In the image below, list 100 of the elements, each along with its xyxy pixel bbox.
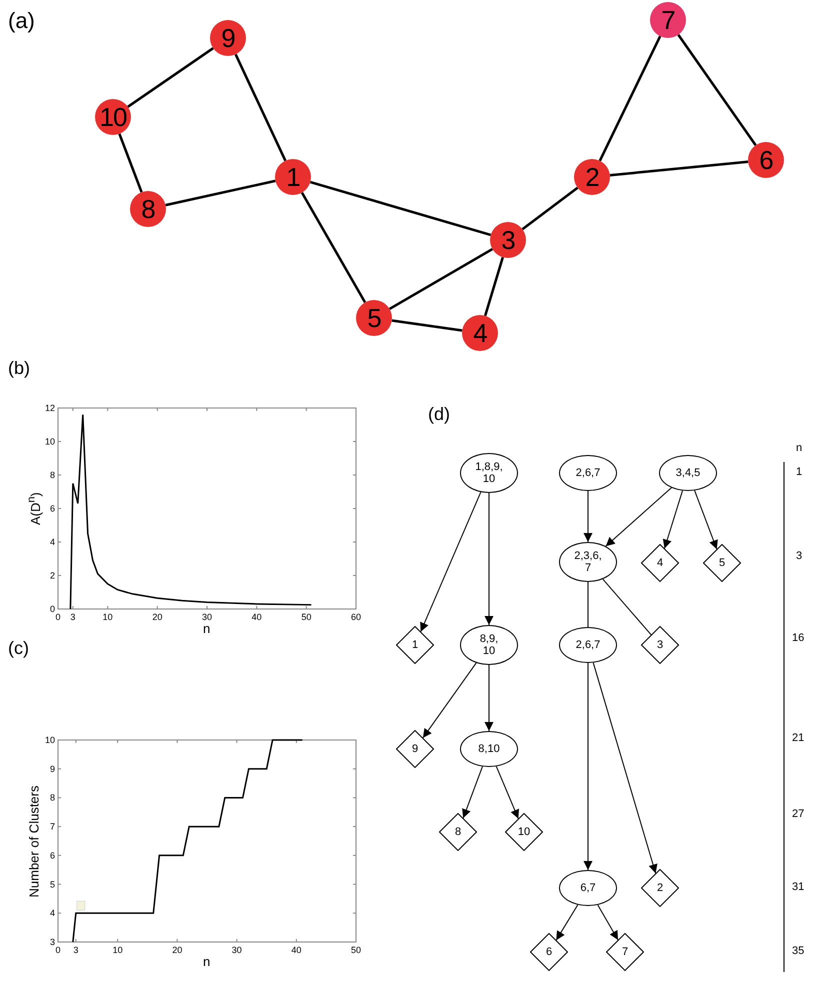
- tree-arrow: [484, 492, 494, 626]
- graph-node: 2: [574, 159, 610, 195]
- graph-node: 7: [650, 2, 686, 38]
- graph-edge: [598, 36, 662, 162]
- tick-label: 4: [50, 908, 55, 918]
- graph-node: 3: [490, 222, 526, 258]
- leaf-diamond: 7: [606, 933, 644, 971]
- tick-label: 3: [73, 945, 78, 955]
- tree-line: [602, 578, 652, 636]
- tree-arrow: [605, 487, 672, 547]
- graph-edge: [522, 186, 578, 230]
- tick-label: 30: [202, 612, 212, 622]
- leaf-diamond: 9: [396, 730, 434, 768]
- leaf-diamond: 5: [703, 544, 741, 582]
- tick-label: 50: [351, 945, 361, 955]
- graph-node: 1: [275, 159, 311, 195]
- cluster-ellipse: 3,4,5: [659, 455, 717, 491]
- cluster-ellipse: 2,6,7: [559, 627, 617, 663]
- cluster-ellipse: 8,10: [460, 731, 518, 767]
- panel-letter: (b): [8, 358, 30, 379]
- level-number: 3: [796, 550, 802, 562]
- tree-arrow: [496, 766, 520, 820]
- tick-label: 20: [152, 612, 162, 622]
- tick-label: 7: [50, 822, 55, 832]
- tick-label: 5: [50, 879, 55, 890]
- tick-label: 6: [50, 850, 55, 860]
- tick-label: 8: [50, 470, 55, 480]
- axis-title: n: [203, 621, 210, 636]
- tick-label: 40: [291, 945, 302, 955]
- graph-edge: [165, 180, 276, 206]
- tree-arrow: [462, 766, 483, 819]
- graph-edge: [310, 180, 492, 236]
- cluster-ellipse: 6,7: [559, 870, 617, 906]
- tree-arrow: [662, 490, 683, 549]
- tree-arrow: [420, 492, 482, 632]
- tick-label: 8: [50, 792, 55, 803]
- tick-label: 10: [44, 436, 55, 446]
- leaf-diamond: 4: [641, 544, 679, 582]
- graph-edge: [127, 47, 214, 108]
- tree-arrow: [422, 662, 477, 738]
- tick-label: 20: [172, 945, 182, 955]
- level-number: 27: [792, 808, 804, 820]
- tick-label: 60: [351, 612, 361, 622]
- tick-label: 0: [56, 945, 60, 955]
- tick-label: 2: [50, 570, 55, 580]
- graph-node: 5: [356, 300, 392, 336]
- level-number: 21: [792, 732, 804, 744]
- graph-edge: [677, 34, 757, 146]
- tick-label: 9: [50, 764, 55, 774]
- tick-label: 6: [50, 504, 55, 514]
- panel-letter: (c): [8, 638, 29, 659]
- level-number: 16: [792, 632, 804, 644]
- graph-node: 9: [210, 20, 246, 56]
- graph-edge: [610, 160, 748, 176]
- graph-edge: [234, 54, 286, 162]
- tick-label: 50: [301, 612, 312, 622]
- tree-arrow: [597, 904, 619, 940]
- panel-letter: (a): [8, 8, 35, 34]
- tick-label: 3: [50, 937, 55, 947]
- panel-letter: (d): [428, 404, 450, 425]
- leaf-diamond: 1: [396, 626, 434, 664]
- leaf-diamond: 3: [641, 626, 679, 664]
- leaf-diamond: 10: [505, 813, 543, 851]
- axis-title: n: [203, 954, 210, 969]
- column-heading: n: [796, 442, 802, 454]
- cluster-ellipse: 8,9, 10: [460, 625, 518, 665]
- graph-edge: [118, 133, 143, 193]
- tree-arrow: [556, 904, 578, 941]
- tick-label: 4: [50, 537, 55, 547]
- tick-label: 10: [102, 612, 113, 622]
- level-number: 35: [792, 945, 804, 957]
- tick-label: 0: [50, 604, 55, 614]
- graph-edge: [300, 192, 366, 304]
- graph-node: 10: [95, 99, 131, 135]
- tree-arrow: [584, 490, 592, 542]
- level-number: 1: [796, 466, 802, 478]
- tick-label: 12: [44, 403, 55, 413]
- tick-label: 10: [112, 945, 123, 955]
- level-number: 31: [792, 881, 804, 893]
- graph-node: 6: [748, 142, 784, 178]
- cluster-ellipse: 2,6,7: [559, 455, 617, 491]
- tick-label: 30: [232, 945, 242, 955]
- axis-title: Number of Clusters: [26, 785, 42, 897]
- tick-label: 10: [44, 735, 55, 745]
- graph-node: 4: [462, 315, 498, 351]
- tree-arrow: [592, 662, 658, 874]
- leaf-diamond: 2: [641, 869, 679, 907]
- cluster-ellipse: 1,8,9, 10: [460, 453, 518, 493]
- tick-label: 3: [70, 612, 76, 622]
- tree-arrow: [584, 662, 592, 870]
- graph-edge: [484, 256, 504, 316]
- tick-label: 0: [56, 612, 60, 622]
- tree-arrow: [484, 664, 494, 732]
- leaf-diamond: 8: [439, 813, 477, 851]
- leaf-diamond: 6: [530, 933, 568, 971]
- tick-label: 40: [252, 612, 262, 622]
- tree-arrow: [694, 490, 718, 550]
- graph-node: 8: [130, 191, 166, 227]
- graph-edge: [392, 319, 462, 332]
- cluster-ellipse: 2,3,6, 7: [559, 542, 617, 582]
